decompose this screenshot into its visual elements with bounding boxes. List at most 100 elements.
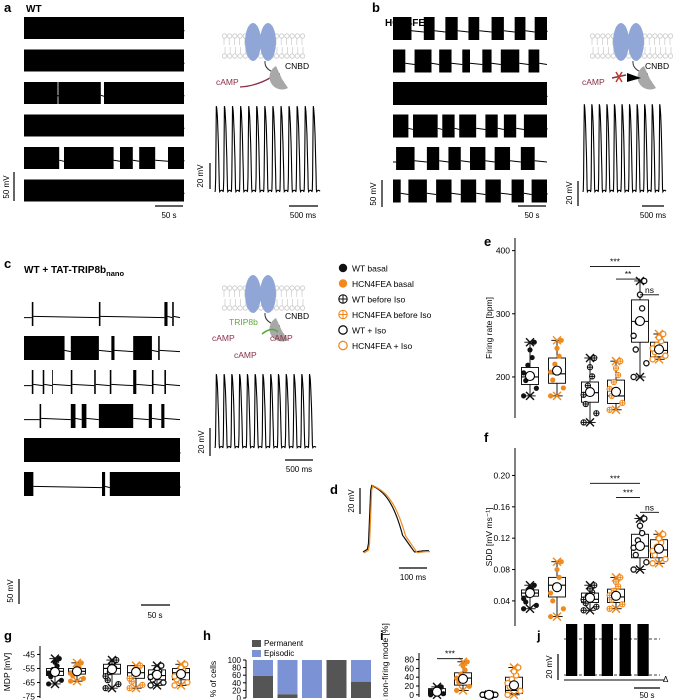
- significance-label: ns: [645, 285, 654, 295]
- box-wt-iso: [147, 661, 167, 690]
- trace-a-row-1: [24, 17, 185, 39]
- trace-b-row-5: [393, 147, 548, 170]
- trace-b-row-2: [393, 49, 548, 73]
- y-tick-label: 20: [405, 681, 415, 691]
- panel-a-title: WT: [26, 4, 42, 15]
- legend-swatch-episodic: [252, 650, 261, 657]
- y-tick-label: 40: [232, 679, 241, 688]
- bar-wt-trip8b: [302, 660, 322, 698]
- y-tick-label: 0.16: [493, 502, 510, 512]
- significance-bar: ns: [640, 285, 659, 296]
- trace-b-row-1: [393, 17, 548, 40]
- significance-label: ***: [610, 256, 621, 266]
- bar-wt: [253, 660, 273, 698]
- trace-a-row-2: [24, 49, 185, 72]
- ap-vscale-a-label: 20 mV: [196, 164, 205, 188]
- panel-b: b HCN4FEA 50 mV 50 s cAMP CNBD 20 mV 500…: [369, 0, 673, 220]
- camp-label-b: cAMP: [582, 77, 605, 87]
- box-wt-iso: [630, 276, 650, 382]
- significance-bar: ns: [640, 502, 659, 513]
- trace-a-row-5: [24, 147, 185, 169]
- y-axis-label: MDP [mV]: [2, 653, 12, 692]
- panel-a: a WT 50 mV 50 s cAMP CNBD 20 mV 500 ms: [2, 0, 321, 220]
- trace-b-row-3: [393, 82, 548, 105]
- box-wt-before-iso: [580, 353, 600, 427]
- panel-h-letter: h: [203, 628, 211, 643]
- significance-label: **: [625, 269, 632, 279]
- ap-tscale-a-label: 500 ms: [290, 211, 316, 220]
- legend-item-4: HCN4FEA before Iso: [338, 309, 432, 320]
- panel-a-tscale-label: 50 s: [161, 211, 176, 220]
- panel-c-tscale-label: 50 s: [147, 611, 162, 620]
- y-tick-label: 0.04: [493, 596, 510, 606]
- y-tick-label: 0.08: [493, 565, 510, 575]
- panel-j-vscale-label: 20 mV: [545, 655, 554, 679]
- panel-d-vscale-label: 20 mV: [347, 489, 356, 513]
- panel-e-letter: e: [484, 234, 491, 249]
- panel-a-vscale-label: 50 mV: [2, 175, 11, 199]
- y-tick-label: 60: [232, 671, 241, 680]
- bar-hcn4fea: [277, 660, 298, 698]
- box-wt-before-iso: [580, 580, 600, 615]
- significance-bar: ***: [590, 473, 640, 484]
- y-tick-label: 300: [496, 309, 510, 319]
- legend-item-1: WT basal: [338, 264, 388, 274]
- trace-b-row-6: [393, 179, 548, 203]
- panel-a-traces: [24, 17, 271, 202]
- panel-b-letter: b: [372, 0, 380, 15]
- legend-item-3: WT before Iso: [338, 294, 405, 305]
- y-tick-label: 40: [405, 672, 415, 682]
- panel-f-letter: f: [484, 430, 489, 445]
- ap-overlay-wt: [362, 484, 429, 553]
- box-wt-iso: [630, 514, 650, 575]
- significance-bar: ***: [616, 487, 640, 498]
- y-axis-label: SDD [mV ms⁻¹]: [484, 508, 494, 567]
- channel-diagram-a: [221, 23, 306, 90]
- panel-c-title: WT + TAT-TRIP8bnano: [24, 265, 124, 278]
- bar-hcn4fea-iso: [351, 660, 371, 698]
- panel-a-letter: a: [4, 0, 12, 15]
- panel-j-tscale-label: 50 s: [639, 691, 654, 700]
- panel-c-vscale-label: 50 mV: [6, 579, 15, 603]
- ap-vscale-b-label: 20 mV: [565, 181, 574, 205]
- camp-label-a: cAMP: [216, 77, 239, 87]
- significance-label: ***: [445, 649, 456, 659]
- panel-c: c WT + TAT-TRIP8bnano 50 mV 50 s TRIP8b …: [4, 256, 317, 620]
- y-tick-label: 80: [405, 655, 415, 665]
- y-axis-label: Firing rate [bpm]: [484, 297, 494, 359]
- significance-label: ***: [610, 473, 621, 483]
- significance-bar: ***: [590, 256, 640, 267]
- y-tick-label: -55: [23, 663, 36, 673]
- legend-label: WT + Iso: [352, 326, 386, 336]
- burst-3: [601, 624, 613, 676]
- panel-c-letter: c: [4, 256, 11, 271]
- y-tick-label: 200: [496, 372, 510, 382]
- panel-d-letter: d: [330, 482, 338, 497]
- ap-trace-b: [582, 104, 667, 194]
- y-tick-label: 0: [409, 690, 414, 700]
- burst-1: [566, 624, 578, 676]
- box-hcn4fea-iso: [649, 329, 669, 364]
- panel-d-tscale-label: 100 ms: [400, 573, 426, 582]
- box-wt-before-iso: [102, 655, 122, 693]
- trip8b-label: TRIP8b: [229, 317, 258, 327]
- burst-2: [583, 624, 596, 676]
- legend-label: HCN4FEA basal: [352, 279, 414, 289]
- box-hcn4fea-basal: [548, 335, 566, 401]
- y-tick-label: 0.12: [493, 533, 510, 543]
- trace-c-row-3: [24, 370, 181, 394]
- box-wt-basal: [521, 580, 539, 614]
- ap-trace-c: [214, 373, 317, 449]
- channel-diagram-c: [221, 275, 306, 342]
- y-tick-label: 60: [405, 663, 415, 673]
- significance-label: ***: [623, 487, 634, 497]
- legend-item-5: WT + Iso: [338, 325, 386, 336]
- y-tick-label: 0: [237, 694, 242, 700]
- trace-b-row-4: [393, 114, 548, 138]
- significance-bar: **: [616, 269, 640, 280]
- box-hcn4fea-iso: [171, 659, 191, 690]
